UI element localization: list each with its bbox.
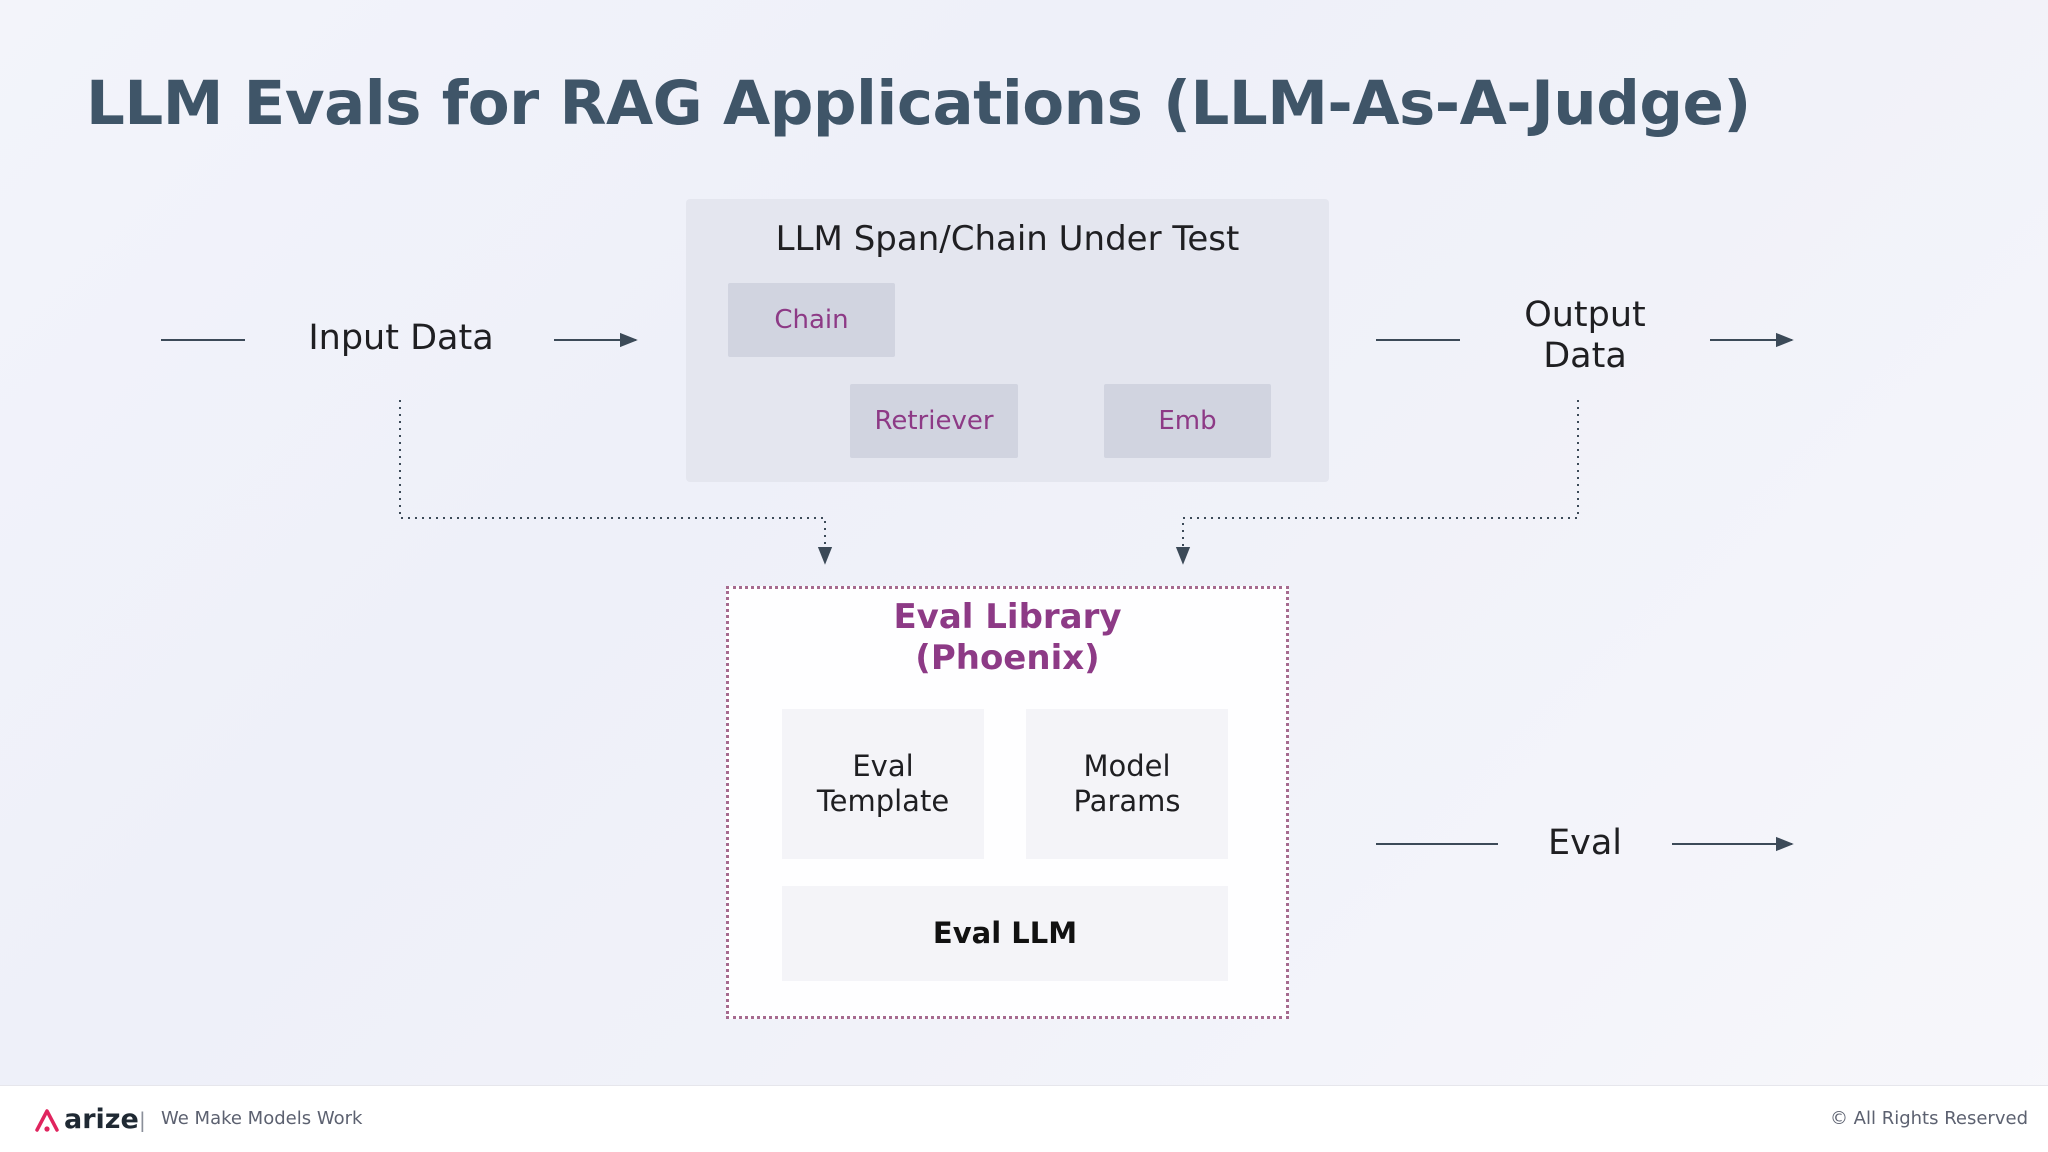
emb-node: Emb <box>1104 384 1271 458</box>
page-title: LLM Evals for RAG Applications (LLM-As-A… <box>86 68 1751 139</box>
output-to-eval-dotted <box>1175 400 1579 565</box>
input-to-eval-dotted <box>399 400 833 565</box>
brand-name: arize <box>64 1104 139 1135</box>
footer-rights: © All Rights Reserved <box>1829 1108 2028 1129</box>
eval-output-label: Eval <box>1548 823 1622 863</box>
span-under-test-box: LLM Span/Chain Under Test Chain Retrieve… <box>686 199 1329 482</box>
slide: LLM Evals for RAG Applications (LLM-As-A… <box>86 68 1794 1019</box>
output-data-label: Output Data <box>1505 295 1665 377</box>
eval-library-title: Eval Library (Phoenix) <box>729 597 1286 679</box>
footer-separator: | <box>139 1108 146 1132</box>
span-under-test-title: LLM Span/Chain Under Test <box>775 219 1240 259</box>
model-params-card: Model Params <box>1026 709 1228 859</box>
chain-node: Chain <box>728 283 895 357</box>
model-params-line2: Params <box>1073 784 1181 818</box>
eval-template-card: Eval Template <box>782 709 984 859</box>
eval-template-line2: Template <box>816 784 950 818</box>
footer-tagline: We Make Models Work <box>161 1108 363 1129</box>
model-params-line1: Model <box>1083 749 1171 783</box>
retriever-node: Retriever <box>850 384 1018 458</box>
eval-library-box: Eval Library (Phoenix) Eval Template Mod… <box>726 586 1289 1019</box>
output-label-line2: Data <box>1543 336 1627 376</box>
eval-template-line1: Eval <box>852 749 914 783</box>
footer: arize | We Make Models Work © All Rights… <box>0 1085 2048 1152</box>
arize-logo: arize <box>34 1104 139 1135</box>
eval-library-title-line2: (Phoenix) <box>915 638 1100 678</box>
eval-library-title-line1: Eval Library <box>893 597 1122 637</box>
input-data-label: Input Data <box>308 318 494 358</box>
arize-logo-icon <box>35 1108 59 1132</box>
output-label-line1: Output <box>1524 295 1646 335</box>
eval-llm-card: Eval LLM <box>782 886 1228 981</box>
